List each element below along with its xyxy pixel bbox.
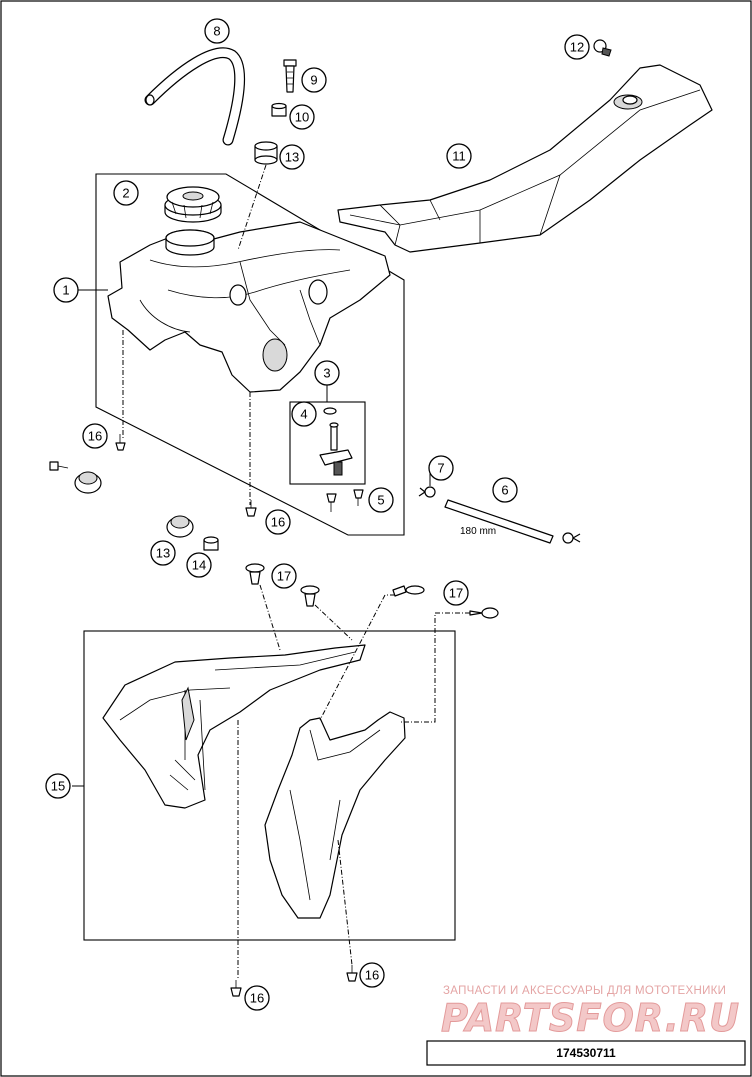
svg-text:12: 12 [570,40,584,55]
callout-7: 7 [428,455,454,481]
seat[interactable] [337,64,713,253]
hose-length-dimension: 180 mm [460,526,496,537]
callout-2: 2 [113,180,139,206]
callout-17-right: 17 [443,580,469,606]
fuel-tank-group-frame [95,173,405,536]
svg-text:16: 16 [271,515,285,530]
callout-17-left: 17 [271,563,297,589]
callout-16-bottom-right: 16 [359,962,385,988]
svg-text:15: 15 [51,779,65,794]
seat-fastener[interactable] [593,39,612,57]
document-number: 174530711 [556,1046,616,1060]
callout-16-tank: 16 [265,509,291,535]
callout-9: 9 [301,67,327,93]
fuel-tap[interactable] [319,407,353,476]
callout-15: 15 [45,773,71,799]
rubber-bushing-lower[interactable] [166,515,194,538]
mount-bolt-left[interactable] [49,461,69,471]
hose-clamp-right[interactable] [562,532,581,544]
svg-text:17: 17 [449,586,463,601]
callout-5: 5 [368,487,394,513]
callout-14: 14 [186,552,212,578]
tank-mount-screw-right[interactable] [245,500,257,517]
svg-text:7: 7 [437,461,444,476]
callout-3: 3 [314,360,340,386]
svg-text:17: 17 [277,569,291,584]
rubber-bushing-top[interactable] [254,141,278,165]
svg-text:6: 6 [501,483,508,498]
spoiler-lower-screw-right[interactable] [346,965,358,982]
svg-text:13: 13 [285,150,299,165]
spoiler-right[interactable] [264,711,406,919]
svg-text:5: 5 [377,493,384,508]
svg-text:13: 13 [156,546,170,561]
svg-text:1: 1 [62,283,69,298]
collar-bolt[interactable] [203,536,219,551]
callout-6: 6 [492,477,518,503]
watermark-tagline: ЗАПЧАСТИ И АКСЕССУАРЫ ДЛЯ МОТОТЕХНИКИ [443,985,726,997]
svg-text:14: 14 [192,558,206,573]
spacer-sleeve[interactable] [271,102,287,117]
tank-mount-screw-left[interactable] [115,434,126,451]
tank-bolt[interactable] [283,59,297,93]
spoiler-screw-1[interactable] [245,563,265,585]
callout-16-left: 16 [82,423,108,449]
hose-clamp-left[interactable] [418,486,436,498]
document-number-frame [426,1040,746,1066]
callout-4: 4 [291,401,317,427]
watermark-brand: PARTSFOR.RU [441,996,740,1040]
callout-13-lower: 13 [150,540,176,566]
svg-text:9: 9 [310,73,317,88]
svg-text:16: 16 [88,429,102,444]
callout-10: 10 [289,104,315,130]
callout-11: 11 [446,143,472,169]
callout-13-top: 13 [279,144,305,170]
callout-12: 12 [564,34,590,60]
fuel-tank[interactable] [107,221,391,393]
svg-text:8: 8 [213,24,220,39]
svg-text:2: 2 [122,186,129,201]
svg-text:4: 4 [300,407,307,422]
fuel-cap[interactable] [164,186,222,223]
callout-8: 8 [204,18,230,44]
svg-text:3: 3 [323,366,330,381]
screw-pair[interactable] [326,489,364,512]
svg-text:16: 16 [365,968,379,983]
spoiler-lower-screw-left[interactable] [230,980,242,997]
spoiler-screw-3[interactable] [392,585,425,597]
spoiler-screw-4[interactable] [469,607,499,619]
callout-16-bottom-left: 16 [244,985,270,1011]
callout-1: 1 [53,277,79,303]
spoiler-screw-2[interactable] [300,585,320,607]
rubber-bushing-left[interactable] [74,471,102,494]
svg-text:16: 16 [250,991,264,1006]
svg-text:11: 11 [452,149,466,164]
spoiler-left[interactable] [102,644,366,809]
fuel-hose[interactable] [444,499,554,544]
svg-text:10: 10 [295,110,309,125]
